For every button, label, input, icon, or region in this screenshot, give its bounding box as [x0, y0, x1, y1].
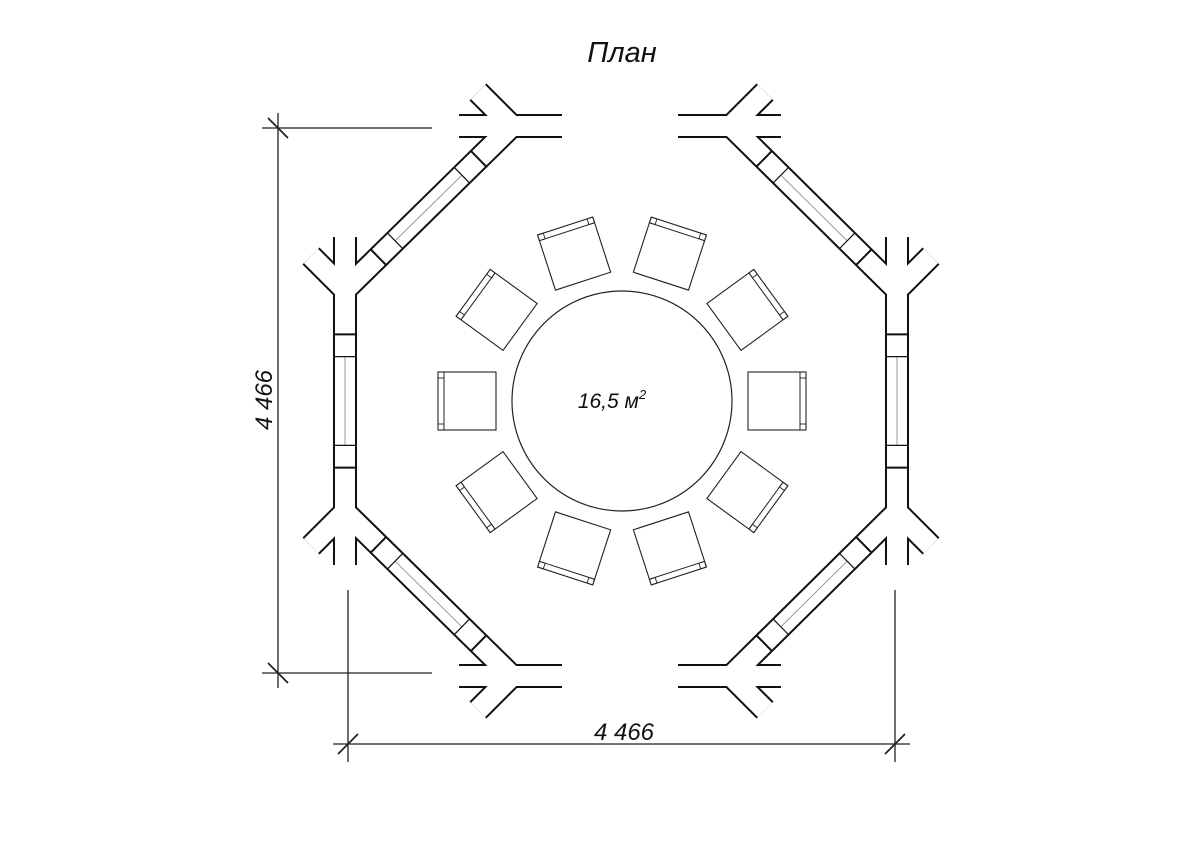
window-tick — [453, 618, 471, 636]
window-tick — [755, 150, 773, 168]
chair-back-post — [748, 523, 758, 534]
chair-back-post — [778, 481, 789, 492]
chair-back — [649, 222, 705, 242]
wall-segment — [470, 84, 520, 134]
chair-back-post — [648, 216, 658, 226]
window-tick — [369, 248, 387, 266]
chair — [536, 216, 612, 291]
chair-back-post — [536, 560, 546, 570]
window-tick — [855, 248, 873, 266]
chair-seat — [437, 371, 497, 431]
chair-back-post — [455, 481, 466, 492]
window-tick — [855, 536, 873, 554]
chair-back-post — [799, 371, 807, 379]
chair — [632, 511, 708, 586]
wall-segment — [889, 248, 939, 298]
chair-back-post — [648, 576, 658, 586]
chair — [455, 450, 538, 534]
height-dimension — [262, 113, 432, 688]
plan-title: План — [587, 37, 656, 69]
chair-back — [539, 560, 595, 580]
chair-back — [460, 481, 496, 530]
window-marks — [334, 150, 908, 652]
chair-seat — [536, 511, 612, 586]
chair-back-post — [486, 523, 496, 534]
window-glass-line — [394, 560, 463, 628]
chair-back — [748, 272, 784, 321]
chair-back-post — [586, 216, 596, 226]
wall-segment — [889, 504, 939, 554]
window-tick — [470, 634, 488, 652]
chair-back — [539, 222, 595, 242]
chair-back-post — [698, 232, 708, 242]
chair-seat — [706, 268, 789, 352]
chair-seat — [455, 450, 538, 534]
window-glass-line — [780, 174, 848, 242]
chair-back-post — [437, 371, 445, 379]
chair-back-post — [698, 560, 708, 570]
chair-back-post — [437, 423, 445, 431]
wall-segment — [723, 668, 773, 718]
window-tick — [470, 150, 488, 168]
chairs — [437, 216, 807, 586]
chair-back-post — [536, 232, 546, 242]
chair-back-post — [486, 268, 496, 279]
chair-back — [460, 272, 496, 321]
wall-segment — [470, 668, 520, 718]
wall-segment — [303, 248, 353, 298]
window-tick — [369, 536, 387, 554]
chair-seat — [455, 268, 538, 352]
window-tick — [839, 552, 856, 570]
chair-seat — [632, 511, 708, 586]
chair-back-post — [778, 310, 789, 321]
wall-segment — [723, 84, 773, 134]
chair — [632, 216, 708, 291]
chair-back-post — [586, 576, 596, 586]
chair — [437, 371, 497, 431]
chair — [455, 268, 538, 352]
width-dimension — [333, 590, 910, 762]
chair-back-post — [748, 268, 758, 279]
chair — [536, 511, 612, 586]
round-table — [511, 290, 733, 512]
chair-back-post — [455, 310, 466, 321]
chair-back — [649, 560, 705, 580]
window-glass-line — [394, 174, 463, 242]
window-tick — [386, 552, 404, 570]
chair — [706, 450, 789, 534]
chair-seat — [706, 450, 789, 534]
width-dimension-label: 4 466 — [594, 719, 655, 746]
height-dimension-label: 4 466 — [251, 369, 278, 430]
chair-seat — [536, 216, 612, 291]
chair-back-post — [799, 423, 807, 431]
chair-seat — [747, 371, 807, 431]
chair-back — [748, 481, 784, 530]
window-tick — [755, 634, 773, 652]
window-glass-line — [780, 560, 848, 628]
window-tick — [772, 618, 789, 636]
chair — [747, 371, 807, 431]
chair-seat — [632, 216, 708, 291]
wall-segment — [303, 504, 353, 554]
area-label: 16,5 м2 — [578, 387, 647, 413]
chair — [706, 268, 789, 352]
